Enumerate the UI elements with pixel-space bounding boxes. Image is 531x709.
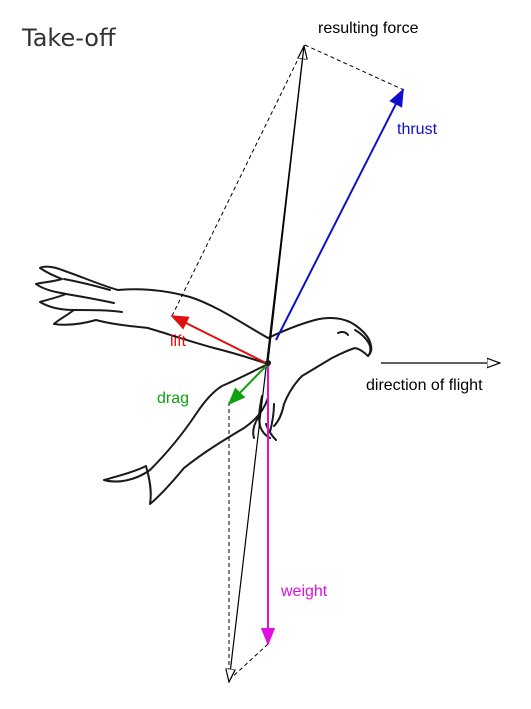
lift-vector <box>170 315 269 365</box>
upper-wing-feather-lines <box>63 278 123 313</box>
weight-label: weight <box>280 583 328 600</box>
bird-body-outline <box>267 316 373 427</box>
drag-vector <box>227 363 269 406</box>
dashed-weight-to-bottom <box>228 643 269 681</box>
drag-label: drag <box>157 390 189 407</box>
bird-eye <box>337 330 349 336</box>
bird-beak <box>354 329 372 357</box>
thrust-vector <box>275 88 404 341</box>
lower-wing-outline <box>103 363 269 505</box>
diagram-title: Take-off <box>21 24 116 52</box>
resulting-force-label: resulting force <box>318 20 419 37</box>
center-of-gravity-dot <box>265 360 271 366</box>
bird-legs <box>252 395 277 441</box>
lift-label: lift <box>170 333 187 350</box>
bird-illustration <box>35 265 373 505</box>
dashed-lift-to-resultant <box>171 44 306 317</box>
thrust-label: thrust <box>397 121 438 138</box>
dashed-resultant-to-thrust <box>304 44 405 91</box>
direction-of-flight-label: direction of flight <box>366 377 483 394</box>
